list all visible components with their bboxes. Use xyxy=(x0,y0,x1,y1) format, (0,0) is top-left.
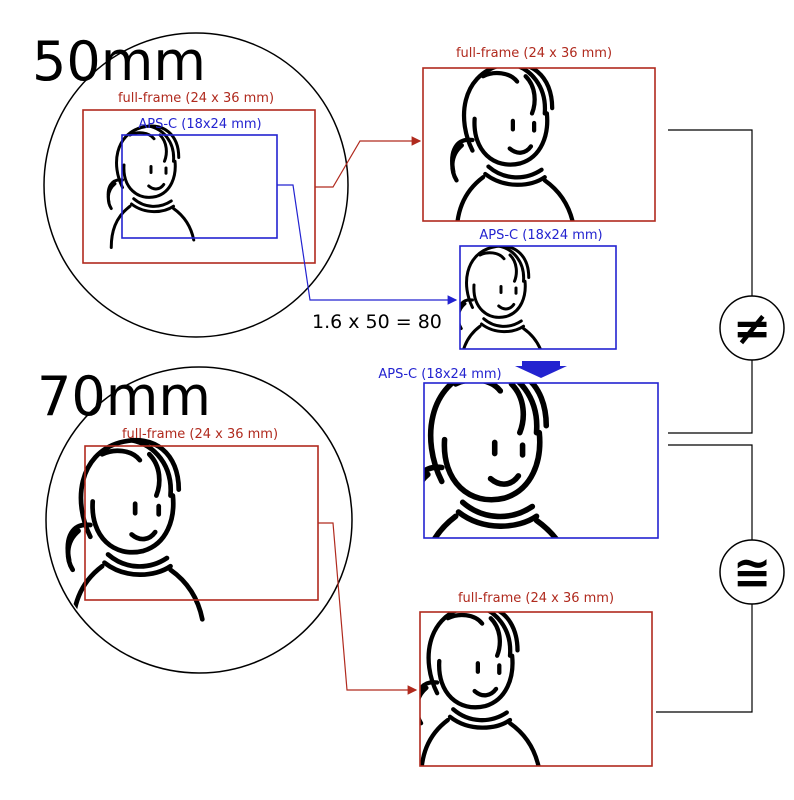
result-full-frame-50mm: full-frame (24 x 36 mm) xyxy=(422,46,656,222)
lens-circle-50mm xyxy=(43,32,349,338)
lens-label-70mm: 70mm xyxy=(37,365,211,428)
not-equal-icon xyxy=(719,295,785,361)
full-frame-label: full-frame (24 x 36 mm) xyxy=(456,46,612,61)
subject-sketch xyxy=(106,124,196,249)
not-equal-symbol: ≠ xyxy=(733,301,772,355)
full-frame-rect xyxy=(84,445,319,601)
aps-c-label: APS-C (18x24 mm) xyxy=(138,117,261,132)
crop-equation: 1.6 x 50 = 80 xyxy=(312,311,442,333)
approx-equal-icon xyxy=(719,539,785,605)
full-frame-connector xyxy=(315,136,422,188)
full-frame-label: full-frame (24 x 36 mm) xyxy=(122,427,278,442)
lens-50mm-group: 50mm full-frame (24 x 36 mm) APS-C (18x2… xyxy=(32,30,349,338)
lens-circle-70mm xyxy=(45,366,353,674)
aps-c-rect xyxy=(121,134,278,239)
lens-label-50mm: 50mm xyxy=(32,30,206,93)
full-frame-rect xyxy=(82,109,316,264)
full-frame-label: full-frame (24 x 36 mm) xyxy=(118,91,274,106)
full-frame-connector-70mm xyxy=(318,522,418,695)
aps-c-label: APS-C (18x24 mm) xyxy=(479,228,602,243)
aps-c-connector xyxy=(277,184,458,305)
enlarge-arrow-icon xyxy=(515,361,567,378)
result-full-frame-70mm: full-frame (24 x 36 mm) xyxy=(419,591,653,767)
full-frame-label: full-frame (24 x 36 mm) xyxy=(458,591,614,606)
approx-equal-symbol: ≅ xyxy=(733,545,772,599)
lens-70mm-group: 70mm full-frame (24 x 36 mm) xyxy=(37,365,353,674)
result-aps-c-enlarged: APS-C (18x24 mm) xyxy=(378,367,659,539)
result-aps-c-50mm: APS-C (18x24 mm) xyxy=(459,228,617,350)
aps-c-label: APS-C (18x24 mm) xyxy=(378,367,501,382)
comparison-bracket-top xyxy=(668,129,753,434)
